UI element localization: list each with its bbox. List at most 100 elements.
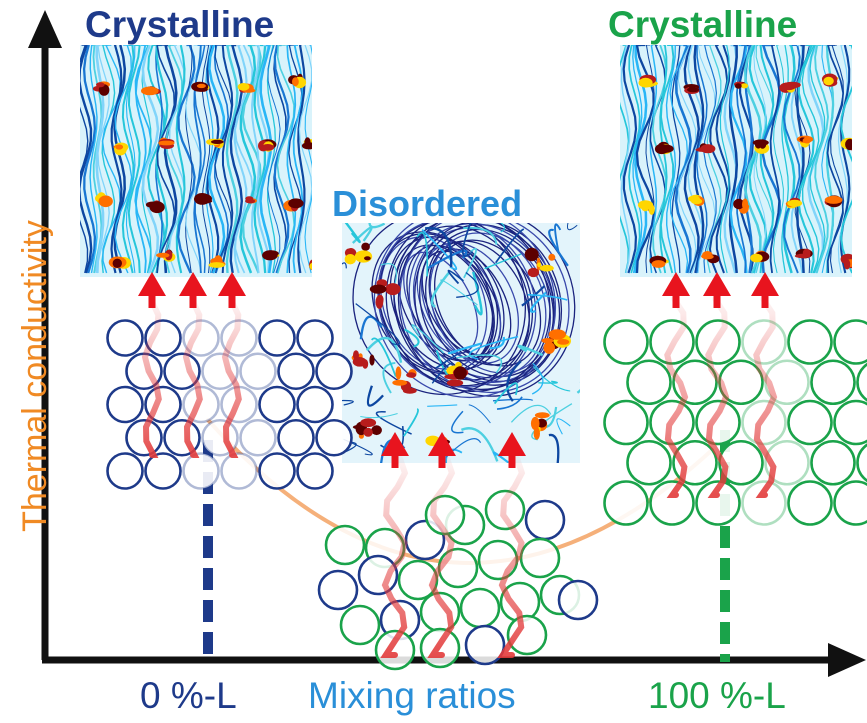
phonon-path — [705, 296, 730, 498]
streamline — [620, 45, 631, 274]
streamline — [738, 45, 755, 274]
streamline — [342, 441, 357, 454]
atom-circle — [315, 418, 353, 457]
phonon-path — [141, 298, 162, 458]
atom-circle — [182, 452, 220, 490]
crystalline-right-lattice — [603, 319, 867, 526]
streamline — [499, 223, 506, 233]
atom-circle — [315, 352, 353, 391]
streamline — [342, 262, 347, 269]
arrow-up-icon — [218, 272, 246, 296]
atom-circle — [106, 452, 144, 490]
streamline — [253, 45, 267, 274]
hotspot — [158, 140, 175, 146]
streamline — [527, 293, 568, 301]
hotspot — [115, 144, 124, 150]
streamline — [837, 45, 848, 274]
streamline — [366, 385, 384, 407]
streamline — [645, 45, 655, 274]
hotspot — [344, 254, 356, 265]
phonon-path — [753, 296, 778, 498]
streamline — [736, 45, 747, 274]
hotspot — [845, 138, 852, 151]
atom-circle — [239, 352, 277, 391]
streamline — [89, 45, 98, 274]
streamline — [221, 45, 234, 274]
streamline — [669, 45, 689, 274]
atom-circle — [163, 352, 201, 391]
atom-circle — [603, 480, 649, 526]
hotspot — [211, 139, 224, 144]
streamline — [206, 45, 220, 274]
hotspot — [548, 329, 566, 340]
crystalline-right-title: Crystalline — [608, 4, 798, 45]
streamline — [411, 324, 445, 354]
hotspot — [292, 77, 299, 87]
hotspot — [733, 198, 745, 210]
streamline — [431, 362, 454, 384]
streamline — [382, 361, 396, 394]
streamline — [632, 45, 643, 274]
atom-circle — [339, 604, 381, 646]
streamline — [462, 223, 474, 257]
phonon-path — [182, 298, 203, 458]
streamline — [435, 351, 461, 369]
streamline — [414, 223, 563, 386]
streamline — [794, 45, 811, 274]
streamline — [468, 404, 491, 424]
x-tick-100-percent: 100 %-L — [648, 675, 786, 716]
streamline — [225, 45, 239, 274]
hotspot — [541, 338, 554, 344]
streamline — [719, 45, 730, 274]
hotspot — [700, 144, 716, 154]
streamline — [489, 336, 506, 350]
hotspot — [352, 357, 367, 367]
streamline — [703, 45, 718, 274]
atom-circle — [810, 359, 856, 406]
streamline — [344, 223, 361, 244]
streamline — [456, 354, 503, 374]
hotspot — [304, 137, 311, 148]
streamline — [769, 45, 781, 274]
phonon-path — [427, 456, 456, 658]
hotspot — [196, 83, 206, 89]
streamline — [463, 247, 477, 279]
streamline — [521, 285, 546, 307]
atom-circle — [718, 439, 764, 486]
hotspot — [361, 242, 370, 251]
streamline — [194, 45, 206, 274]
streamline — [448, 342, 482, 355]
streamline — [110, 45, 123, 274]
hotspot — [750, 253, 763, 263]
atom-circle — [277, 418, 315, 457]
atom-circle — [239, 418, 277, 457]
atom-circle — [437, 547, 479, 589]
streamline — [683, 45, 701, 274]
hotspot — [446, 379, 464, 387]
atom-circle — [296, 452, 334, 490]
streamline — [430, 272, 450, 308]
streamline — [365, 336, 403, 363]
streamline — [156, 45, 176, 274]
streamline — [554, 223, 562, 253]
hotspot — [824, 195, 843, 204]
hotspot — [392, 379, 408, 386]
atom-circle — [787, 399, 833, 446]
hotspot — [654, 143, 669, 155]
streamline — [576, 381, 580, 394]
phonon-path — [380, 456, 409, 658]
streamline — [429, 232, 552, 374]
streamline — [250, 45, 260, 274]
streamline — [127, 45, 141, 274]
streamline — [628, 45, 641, 274]
streamline — [286, 45, 297, 274]
streamline — [814, 45, 829, 274]
hotspot — [787, 199, 803, 207]
atom-circle — [603, 319, 649, 365]
atom-circle — [741, 399, 787, 446]
streamline — [134, 45, 147, 274]
hotspot — [98, 195, 113, 208]
atom-circle — [764, 439, 810, 486]
streamline — [95, 45, 105, 274]
